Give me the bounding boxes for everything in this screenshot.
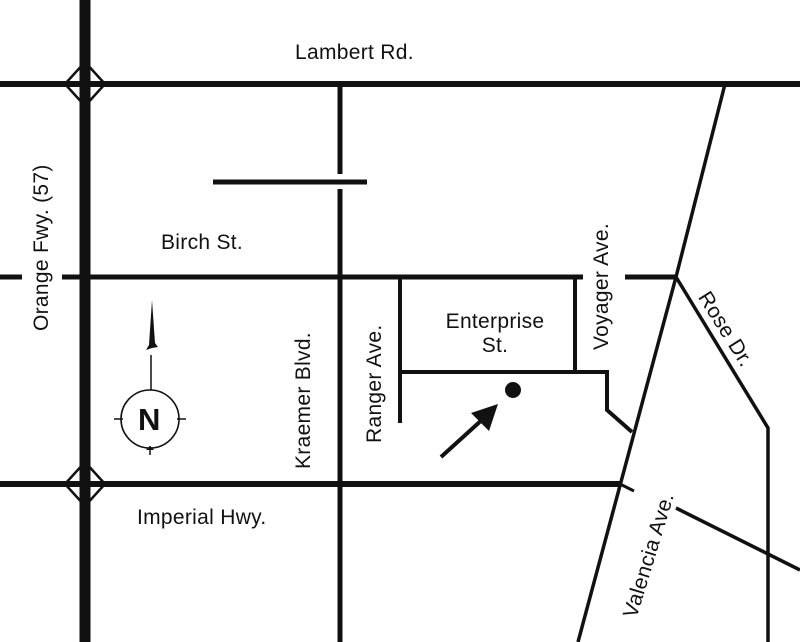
label-voyager-ave: Voyager Ave. <box>590 223 613 350</box>
arrow-pointer-icon <box>439 404 498 459</box>
label-enterprise-st: Enterprise St. <box>420 310 570 358</box>
compass-n-label: N <box>138 402 161 437</box>
label-orange-fwy: Orange Fwy. (57) <box>30 164 53 331</box>
road-enterprise <box>400 370 634 434</box>
location-dot-icon <box>505 382 521 398</box>
label-birch-st: Birch St. <box>161 231 244 254</box>
label-enterprise-line1: Enterprise <box>445 310 545 333</box>
label-lambert-rd: Lambert Rd. <box>295 41 414 64</box>
label-imperial-hwy: Imperial Hwy. <box>137 506 267 529</box>
freeway-interchange-imperial <box>63 460 107 508</box>
label-ranger-ave: Ranger Ave. <box>363 324 386 444</box>
road-rose <box>674 276 770 642</box>
road-lower-diagonal <box>675 506 800 572</box>
freeway-interchange-lambert <box>63 60 107 108</box>
road-imperial-tick <box>619 482 635 493</box>
label-kraemer-blvd: Kraemer Blvd. <box>292 332 315 469</box>
north-arrow-icon <box>114 300 186 455</box>
label-enterprise-line2: St. <box>481 334 509 358</box>
